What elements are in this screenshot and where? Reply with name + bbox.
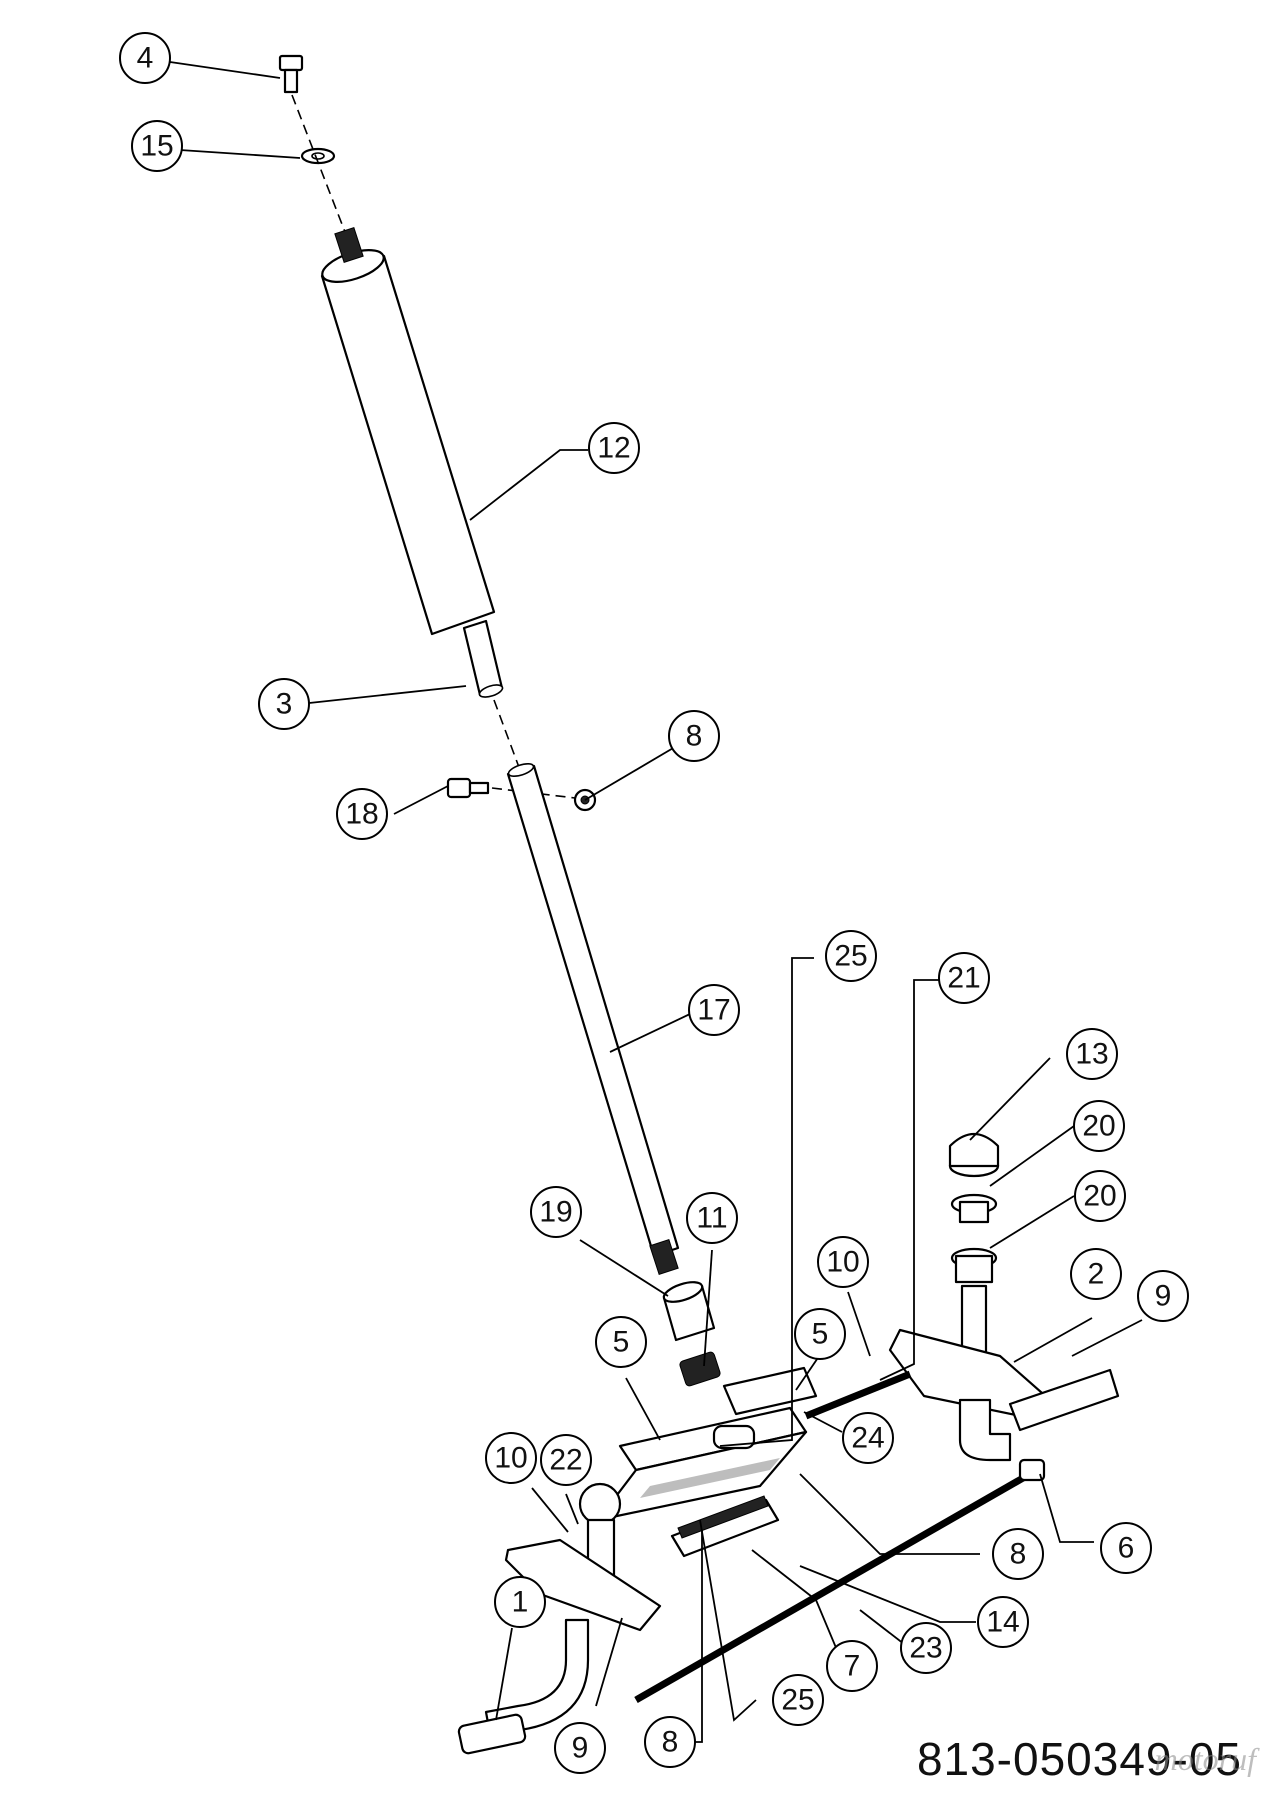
svg-text:5: 5 — [812, 1318, 829, 1351]
svg-text:5: 5 — [613, 1326, 630, 1359]
callout-2: 2 — [1070, 1248, 1122, 1300]
document-number: 813-050349-05 — [916, 1733, 1242, 1785]
callout-9-left: 9 — [554, 1722, 606, 1774]
svg-text:3: 3 — [276, 688, 293, 721]
callout-12: 12 — [588, 422, 640, 474]
watermark-logo: motoruf — [1154, 1741, 1256, 1777]
svg-text:24: 24 — [851, 1422, 884, 1455]
callout-4: 4 — [119, 32, 171, 84]
ball-joint-part — [1018, 1458, 1046, 1482]
left-spindle-part — [457, 1482, 662, 1755]
lower-rack-part — [670, 1495, 780, 1558]
callout-7: 7 — [826, 1640, 878, 1692]
steering-sector-assembly-part — [596, 1366, 818, 1522]
svg-text:17: 17 — [697, 994, 730, 1027]
callout-19: 19 — [530, 1186, 582, 1238]
svg-text:9: 9 — [572, 1732, 589, 1765]
callout-21: 21 — [938, 952, 990, 1004]
svg-text:10: 10 — [826, 1246, 859, 1279]
svg-text:7: 7 — [844, 1650, 861, 1683]
callout-24: 24 — [842, 1412, 894, 1464]
svg-text:25: 25 — [834, 940, 867, 973]
svg-text:8: 8 — [1010, 1538, 1027, 1571]
svg-text:11: 11 — [696, 1202, 727, 1235]
svg-text:9: 9 — [1155, 1280, 1172, 1313]
callout-14: 14 — [977, 1596, 1029, 1648]
callout-25-lower: 25 — [772, 1674, 824, 1726]
callout-10-left: 10 — [485, 1432, 537, 1484]
svg-text:15: 15 — [140, 130, 173, 163]
washer-part — [300, 147, 336, 165]
coupler-part — [662, 1281, 716, 1342]
leader-lines — [169, 61, 1143, 1743]
callout-20-lower: 20 — [1074, 1170, 1126, 1222]
svg-text:23: 23 — [909, 1632, 942, 1665]
svg-text:19: 19 — [539, 1196, 572, 1229]
svg-text:22: 22 — [549, 1444, 582, 1477]
svg-text:13: 13 — [1075, 1038, 1108, 1071]
callout-22: 22 — [540, 1434, 592, 1486]
axis-line-middle — [493, 699, 521, 771]
svg-text:8: 8 — [686, 720, 703, 753]
svg-text:6: 6 — [1118, 1532, 1135, 1565]
callout-25-upper: 25 — [825, 930, 877, 982]
callout-5-left: 5 — [595, 1316, 647, 1368]
bolt-part — [278, 54, 304, 94]
shoulder-bolt-part — [446, 777, 490, 799]
callout-18: 18 — [336, 788, 388, 840]
steering-shaft-part — [506, 762, 680, 1275]
callout-17: 17 — [688, 984, 740, 1036]
tie-rod-upper-part — [804, 1370, 912, 1420]
callout-20-upper: 20 — [1073, 1100, 1125, 1152]
svg-text:10: 10 — [494, 1442, 527, 1475]
callout-10-right: 10 — [817, 1236, 869, 1288]
svg-text:12: 12 — [597, 432, 630, 465]
svg-text:8: 8 — [662, 1726, 679, 1759]
svg-text:4: 4 — [137, 42, 154, 75]
callout-9-right: 9 — [1137, 1270, 1189, 1322]
axis-line-upper — [291, 94, 346, 233]
svg-text:2: 2 — [1088, 1258, 1105, 1291]
svg-text:21: 21 — [947, 962, 980, 995]
svg-text:20: 20 — [1082, 1110, 1115, 1143]
callout-8-mid: 8 — [992, 1528, 1044, 1580]
callout-8-upper: 8 — [668, 710, 720, 762]
callout-3: 3 — [258, 678, 310, 730]
callout-23: 23 — [900, 1622, 952, 1674]
svg-text:14: 14 — [986, 1606, 1019, 1639]
callout-13: 13 — [1066, 1028, 1118, 1080]
callout-6: 6 — [1100, 1522, 1152, 1574]
svg-text:1: 1 — [512, 1586, 529, 1619]
svg-text:25: 25 — [781, 1684, 814, 1717]
callout-8-lower: 8 — [644, 1716, 696, 1768]
callout-15: 15 — [131, 120, 183, 172]
svg-text:20: 20 — [1083, 1180, 1116, 1213]
callout-5-right: 5 — [794, 1308, 846, 1360]
callout-1: 1 — [494, 1576, 546, 1628]
right-spindle-part — [888, 1132, 1120, 1462]
pinion-gear-part — [679, 1351, 721, 1387]
svg-text:18: 18 — [345, 798, 378, 831]
callout-11: 11 — [686, 1192, 738, 1244]
steering-column-tube-part — [320, 227, 504, 698]
